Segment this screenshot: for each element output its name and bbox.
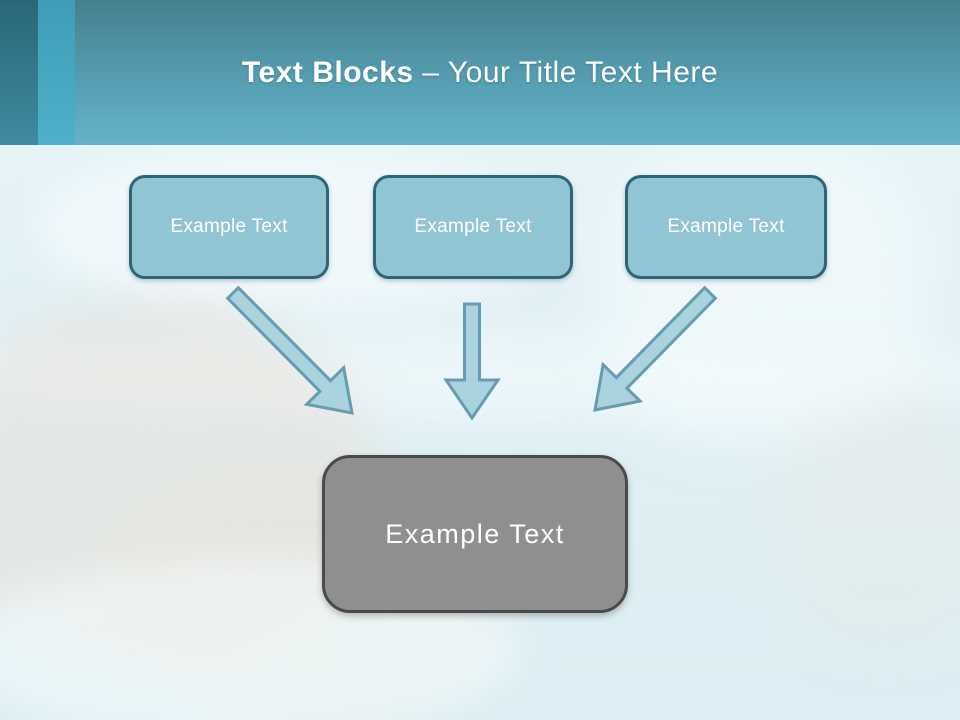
text-block-2[interactable]: Example Text — [373, 175, 573, 279]
background-table-highlight — [0, 330, 960, 420]
text-block-3-label: Example Text — [667, 216, 785, 237]
text-block-1[interactable]: Example Text — [129, 175, 329, 279]
text-block-2-label: Example Text — [414, 216, 532, 237]
text-block-3[interactable]: Example Text — [625, 175, 827, 279]
text-block-1-label: Example Text — [170, 216, 288, 237]
left-accent-strip-dark — [0, 0, 38, 145]
slide-title-regular: – Your Title Text Here — [413, 55, 719, 89]
title-bar: Text Blocks – Your Title Text Here — [0, 0, 960, 145]
target-text-block[interactable]: Example Text — [322, 455, 628, 613]
background-paper-people-silhouette — [770, 390, 960, 650]
target-text-block-label: Example Text — [385, 518, 565, 549]
slide-title[interactable]: Text Blocks – Your Title Text Here — [242, 56, 718, 90]
left-accent-strip-light — [38, 0, 75, 145]
slide-title-bold: Text Blocks — [241, 55, 414, 89]
